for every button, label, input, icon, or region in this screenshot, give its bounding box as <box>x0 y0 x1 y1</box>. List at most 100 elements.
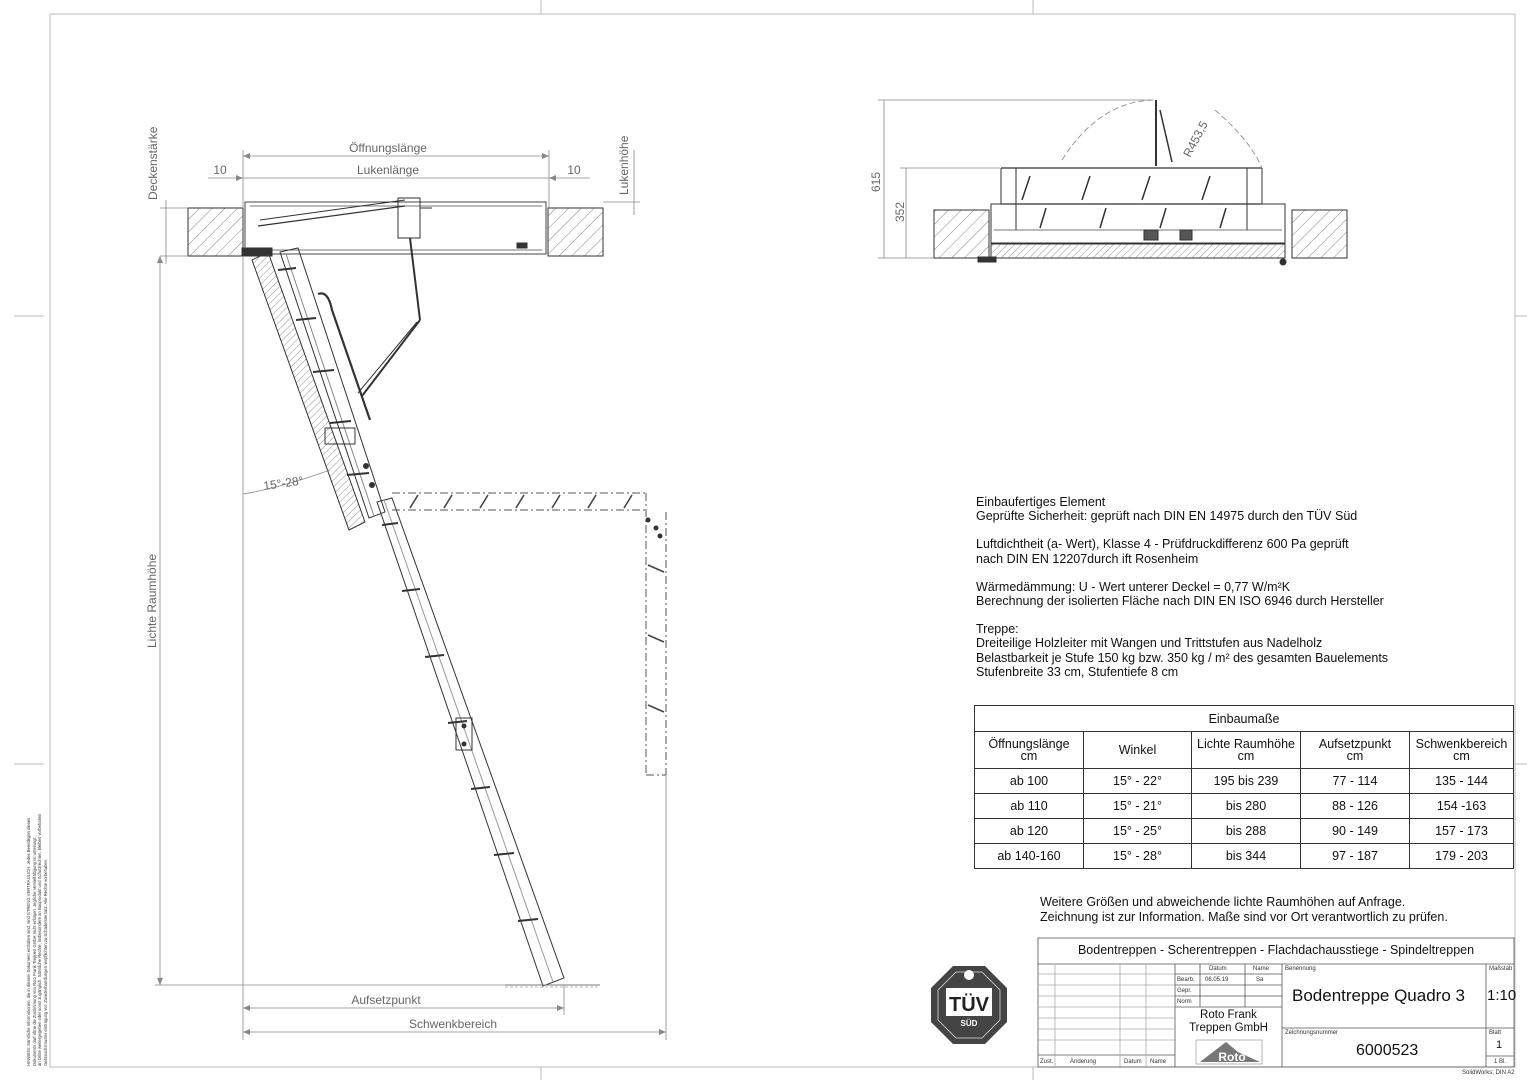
tb-zust: Zust. <box>1040 1059 1054 1065</box>
table-cell: 77 - 114 <box>1300 768 1410 794</box>
table-cell: bis 344 <box>1191 843 1301 869</box>
spec-paragraph-1: Einbaufertiges Element Geprüfte Sicherhe… <box>976 495 1496 523</box>
spec-paragraph-2: Luftdichtheit (a- Wert), Klasse 4 - Prüf… <box>976 537 1496 565</box>
label-radius: R453,5 <box>1180 118 1211 159</box>
table-header-clear-height: Lichte Raumhöhe cm <box>1191 731 1301 769</box>
tb-datum: Datum <box>1124 1059 1142 1065</box>
header-text: Schwenkbereich <box>1415 737 1508 751</box>
tb-format: SolidWorks; DIN A2 <box>1462 1070 1515 1076</box>
spec-line: Berechnung der isolierten Fläche nach DI… <box>976 594 1384 609</box>
spec-line: Einbaufertiges Element <box>976 495 1106 509</box>
table-cell: 15° - 25° <box>1083 818 1192 844</box>
tuv-main: TÜV <box>949 993 990 1016</box>
table-row: ab 100 15° - 22° 195 bis 239 77 - 114 13… <box>974 768 1514 794</box>
title-block <box>1037 937 1515 1068</box>
label-dim-615: 615 <box>869 172 883 192</box>
drawing-number: 6000523 <box>1356 1042 1419 1059</box>
table-cell: 195 bis 239 <box>1191 768 1301 794</box>
tb-row-bearb: Bearb. <box>1177 977 1195 983</box>
front-view-dimensions <box>878 99 1152 259</box>
tb-sheet-label: Blatt <box>1489 1030 1502 1036</box>
tb-col-name: Name <box>1253 966 1270 972</box>
header-text: Winkel <box>1118 743 1157 757</box>
table-cell: 15° - 21° <box>1083 793 1192 819</box>
header-unit: cm <box>1453 749 1470 763</box>
tb-sheet-total: 1 Bl. <box>1494 1059 1507 1065</box>
table-cell: 97 - 187 <box>1300 843 1410 869</box>
spec-line: Geprüfte Sicherheit: geprüft nach DIN EN… <box>976 509 1358 524</box>
header-text: Aufsetzpunkt <box>1318 737 1392 751</box>
ladder-lower-section <box>376 497 565 987</box>
header-text: Öffnungslänge <box>988 737 1070 751</box>
table-cell: 154 -163 <box>1409 793 1514 819</box>
roto-wordmark: Roto <box>1218 1050 1245 1064</box>
ceiling-right <box>547 207 604 257</box>
table-header-opening-length: Öffnungslänge cm <box>974 731 1084 769</box>
company-line: Treppen GmbH <box>1189 1021 1268 1034</box>
table-cell: bis 288 <box>1191 818 1301 844</box>
spec-line: Belastbarkeit je Stufe 150 kg bzw. 350 k… <box>976 650 1389 665</box>
ceiling-left <box>187 207 244 257</box>
designation: Bodentreppe Quadro 3 <box>1292 986 1465 1005</box>
roto-logo: Roto <box>1195 1039 1263 1065</box>
tb-drawing-no-label: Zeichnungsnummer <box>1285 1030 1339 1036</box>
sheet-frame <box>14 0 1527 1080</box>
header-unit: cm <box>1237 749 1255 763</box>
spec-line: Luftdichtheit (a- Wert), Klasse 4 - Prüf… <box>976 537 1349 552</box>
table-cell: 157 - 173 <box>1409 818 1514 844</box>
label-hatch-length: Lukenlänge <box>357 163 419 177</box>
spec-line: Treppe: <box>976 622 1019 637</box>
side-notice-line: HINWEIS: Sämtliche Informationen, die in… <box>26 817 31 1066</box>
table-header-swing-range: Schwenkbereich cm <box>1409 731 1514 769</box>
table-header-landing-point: Aufsetzpunkt cm <box>1300 731 1410 769</box>
tb-bearb-name: Sa <box>1256 977 1264 983</box>
table-cell: ab 100 <box>974 768 1084 794</box>
tb-col-datum: Datum <box>1209 966 1227 972</box>
tb-scale-label: Maßstab <box>1489 966 1513 972</box>
label-ceiling-thickness: Deckenstärke <box>146 126 160 200</box>
tuv-seal: TÜV SÜD <box>931 966 1007 1044</box>
spec-line: Stufenbreite 33 cm, Stufentiefe 8 cm <box>976 664 1179 679</box>
spec-paragraph-4: Treppe: Dreiteilige Holzleiter mit Wange… <box>976 622 1496 679</box>
scale: 1:10 <box>1487 987 1517 1004</box>
table-row: ab 110 15° - 21° bis 280 88 - 126 154 -1… <box>974 793 1514 819</box>
spec-line: Wärmedämmung: U - Wert unterer Deckel = … <box>976 579 1291 594</box>
spec-text: Einbaufertiges Element Geprüfte Sicherhe… <box>976 495 1496 693</box>
side-notice: HINWEIS: Sämtliche Informationen, die in… <box>26 801 48 1066</box>
table-caption: Einbaumaße <box>974 705 1514 732</box>
front-view <box>933 99 1348 266</box>
tb-designation-label: Benennung <box>1285 966 1316 972</box>
label-dim-352: 352 <box>893 202 907 222</box>
table-row: ab 120 15° - 25° bis 288 90 - 149 157 - … <box>974 818 1514 844</box>
label-gap-left: 10 <box>213 163 227 177</box>
table-cell: 15° - 28° <box>1083 843 1192 869</box>
tb-name: Name <box>1150 1059 1167 1065</box>
label-angle: 15°-28° <box>262 473 304 492</box>
spec-line: Dreiteilige Holzleiter mit Wangen und Tr… <box>976 636 1323 651</box>
label-landing-point: Aufsetzpunkt <box>351 993 421 1007</box>
title-block-products: Bodentreppen - Scherentreppen - Flachdac… <box>1077 943 1475 957</box>
label-gap-right: 10 <box>567 163 581 177</box>
tb-bearb-date: 06.05.19 <box>1205 977 1229 983</box>
company-line: Roto Frank <box>1200 1009 1257 1021</box>
company-name: Roto Frank Treppen GmbH <box>1175 1009 1282 1034</box>
table-cell: ab 140-160 <box>974 843 1084 869</box>
header-unit: cm <box>1346 749 1364 763</box>
label-opening-length: Öffnungslänge <box>349 141 427 155</box>
table-cell: 179 - 203 <box>1409 843 1514 869</box>
table-cell: 135 - 144 <box>1409 768 1514 794</box>
side-notice-line: Gebrauchsmuster eintragung vor. Zuwiderh… <box>42 858 48 1066</box>
header-unit: cm <box>1020 749 1038 763</box>
ladder-upper-section <box>251 251 366 531</box>
table-cell: ab 110 <box>974 793 1084 819</box>
tb-row-gepr: Gepr. <box>1177 988 1192 994</box>
installation-dimensions-table: Einbaumaße Öffnungslänge cm Winkel Licht… <box>974 705 1514 869</box>
label-hatch-height: Lukenhöhe <box>617 135 631 195</box>
table-cell: 88 - 126 <box>1300 793 1410 819</box>
note-line: Weitere Größen und abweichende lichte Ra… <box>1040 895 1406 909</box>
note-line: Zeichnung ist zur Information. Maße sind… <box>1040 909 1448 924</box>
table-cell: ab 120 <box>974 818 1084 844</box>
spec-line: nach DIN EN 12207durch ift Rosenheim <box>976 551 1199 566</box>
tb-aenderung: Änderung <box>1070 1059 1097 1065</box>
spec-paragraph-3: Wärmedämmung: U - Wert unterer Deckel = … <box>976 580 1496 608</box>
